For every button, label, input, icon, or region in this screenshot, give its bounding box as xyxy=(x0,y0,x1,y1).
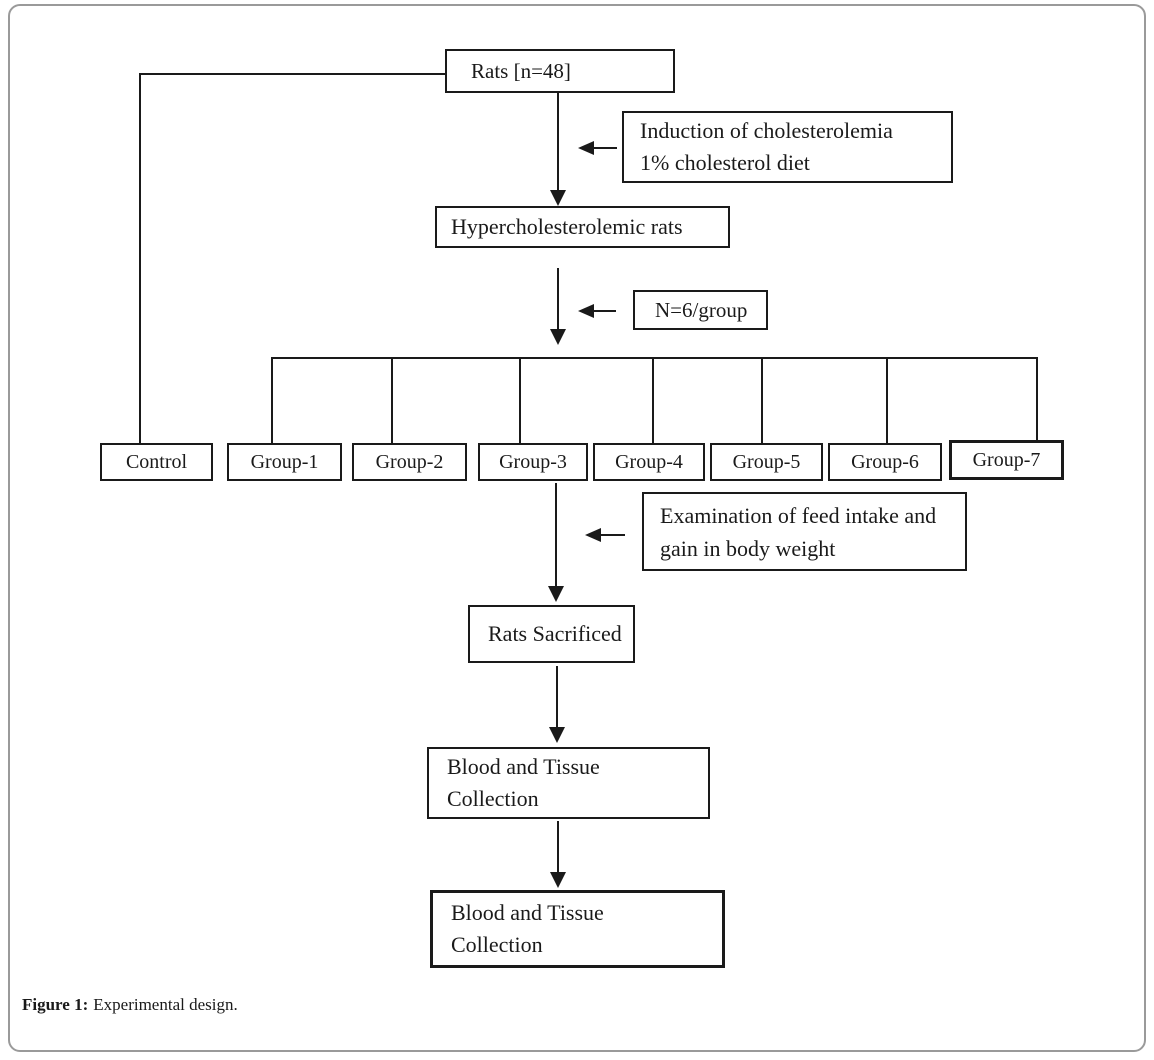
arrowhead-down-icon xyxy=(549,727,565,743)
blood-tissue-node-1: Blood and Tissue Collection xyxy=(427,747,710,819)
induction-line1: Induction of cholesterolemia xyxy=(640,118,893,143)
examination-line2: gain in body weight xyxy=(660,535,836,561)
blood2-line1: Blood and Tissue xyxy=(451,900,604,925)
edge-blood1-to-blood2 xyxy=(557,821,559,873)
group-label: Group-2 xyxy=(375,450,444,473)
hypercholesterolemic-label: Hypercholesterolemic rats xyxy=(451,214,683,239)
group-node-7: Group-7 xyxy=(949,440,1064,480)
sacrificed-label: Rats Sacrificed xyxy=(488,621,622,646)
edge-rats-to-hyper xyxy=(557,93,559,191)
group-node-4: Group-4 xyxy=(593,443,705,481)
edge-rats-to-control-horizontal xyxy=(140,73,445,75)
group-node-5: Group-5 xyxy=(710,443,823,481)
edge-induction-arrow xyxy=(594,147,617,149)
group-node-1: Group-1 xyxy=(227,443,342,481)
group-node-3: Group-3 xyxy=(478,443,588,481)
rats-node: Rats [n=48] xyxy=(445,49,675,93)
group-label: Group-7 xyxy=(972,448,1041,471)
edge-rats-to-control-vertical xyxy=(139,73,141,443)
group-label: Group-3 xyxy=(499,450,567,473)
n-per-group-label: N=6/group xyxy=(655,298,748,322)
figure-caption-label: Figure 1: xyxy=(22,995,89,1014)
hypercholesterolemic-node: Hypercholesterolemic rats xyxy=(435,206,730,248)
dropline-group-2 xyxy=(391,357,393,443)
blood1-line1: Blood and Tissue xyxy=(447,754,600,779)
rats-label: Rats [n=48] xyxy=(471,59,571,83)
arrowhead-left-icon xyxy=(578,304,594,318)
group-label: Group-5 xyxy=(732,450,801,473)
dropline-group-3 xyxy=(519,357,521,443)
arrowhead-down-icon xyxy=(550,329,566,345)
dropline-group-5 xyxy=(761,357,763,443)
group-node-2: Group-2 xyxy=(352,443,467,481)
examination-line1: Examination of feed intake and xyxy=(660,502,937,528)
blood-tissue-node-2: Blood and Tissue Collection xyxy=(430,890,725,968)
edge-hyper-to-branch xyxy=(557,268,559,330)
sacrificed-node: Rats Sacrificed xyxy=(468,605,635,663)
group-node-6: Group-6 xyxy=(828,443,942,481)
dropline-group-7 xyxy=(1036,357,1038,441)
branch-line xyxy=(272,357,1038,359)
dropline-group-4 xyxy=(652,357,654,443)
arrowhead-left-icon xyxy=(578,141,594,155)
edge-examination-arrow xyxy=(601,534,625,536)
group-label: Group-4 xyxy=(615,450,683,473)
edge-sacrificed-to-blood1 xyxy=(556,666,558,728)
dropline-group-1 xyxy=(271,357,273,443)
n-per-group-node: N=6/group xyxy=(633,290,768,330)
blood2-line2: Collection xyxy=(451,932,543,957)
group-node-control: Control xyxy=(100,443,213,481)
arrowhead-down-icon xyxy=(550,190,566,206)
figure-caption-text: Experimental design. xyxy=(93,995,238,1014)
arrowhead-down-icon xyxy=(548,586,564,602)
group-label: Group-1 xyxy=(250,450,319,473)
arrowhead-left-icon xyxy=(585,528,601,542)
edge-group3-to-sacrificed xyxy=(555,483,557,587)
edge-ngroup-arrow xyxy=(594,310,616,312)
examination-node: Examination of feed intake and gain in b… xyxy=(642,492,967,571)
induction-node: Induction of cholesterolemia 1% choleste… xyxy=(622,111,953,183)
group-label: Group-6 xyxy=(851,450,919,473)
group-label: Control xyxy=(125,450,188,473)
induction-line2: 1% cholesterol diet xyxy=(640,150,810,175)
arrowhead-down-icon xyxy=(550,872,566,888)
dropline-group-6 xyxy=(886,357,888,443)
blood1-line2: Collection xyxy=(447,786,539,811)
figure-caption: Figure 1:Experimental design. xyxy=(22,995,238,1015)
